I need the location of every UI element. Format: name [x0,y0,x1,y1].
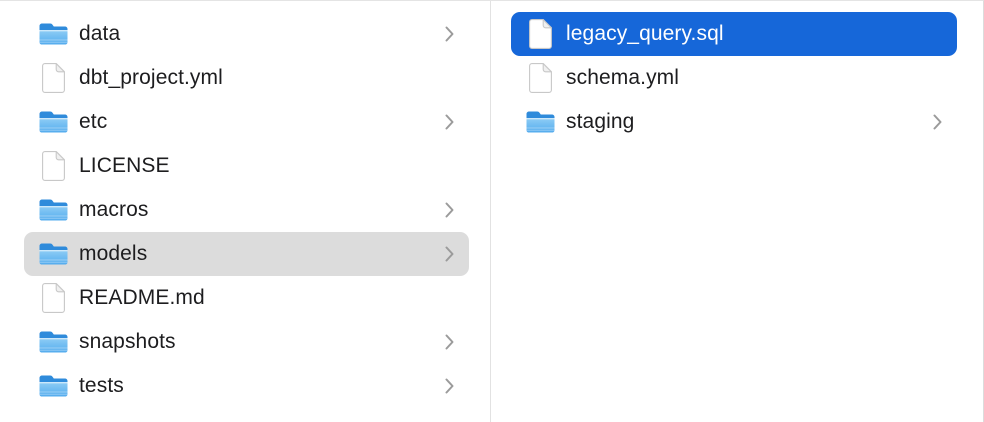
list-item[interactable]: README.md [24,276,469,320]
chevron-right-icon [931,112,943,132]
item-label: tests [79,374,124,397]
folder-icon [525,106,555,138]
list-item[interactable]: tests [24,364,469,408]
item-label: schema.yml [566,66,680,89]
chevron-right-icon [443,200,455,220]
item-label: README.md [79,286,205,309]
list-item[interactable]: dbt_project.yml [24,56,469,100]
list-item[interactable]: staging [511,100,957,144]
file-icon [525,18,555,50]
finder-column-left: data dbt_project.yml [0,1,491,422]
item-label: etc [79,110,108,133]
file-icon [38,150,68,182]
folder-icon [38,326,68,358]
item-label: snapshots [79,330,176,353]
folder-icon [38,238,68,270]
item-label: LICENSE [79,154,170,177]
file-icon [525,62,555,94]
chevron-right-icon [443,112,455,132]
file-icon [38,62,68,94]
item-label: legacy_query.sql [566,22,724,45]
chevron-right-icon [443,332,455,352]
item-label: macros [79,198,149,221]
folder-icon [38,194,68,226]
chevron-right-icon [443,376,455,396]
list-item[interactable]: snapshots [24,320,469,364]
finder-column-right: legacy_query.sql schema.yml [491,1,983,422]
folder-icon [38,370,68,402]
file-icon [38,282,68,314]
list-item[interactable]: data [24,12,469,56]
list-item[interactable]: legacy_query.sql [511,12,957,56]
item-label: staging [566,110,635,133]
list-item[interactable]: models [24,232,469,276]
list-item[interactable]: LICENSE [24,144,469,188]
list-item[interactable]: schema.yml [511,56,957,100]
chevron-right-icon [443,244,455,264]
item-label: data [79,22,121,45]
folder-icon [38,106,68,138]
list-item[interactable]: etc [24,100,469,144]
item-label: models [79,242,148,265]
list-item[interactable]: macros [24,188,469,232]
item-label: dbt_project.yml [79,66,223,89]
chevron-right-icon [443,24,455,44]
folder-icon [38,18,68,50]
